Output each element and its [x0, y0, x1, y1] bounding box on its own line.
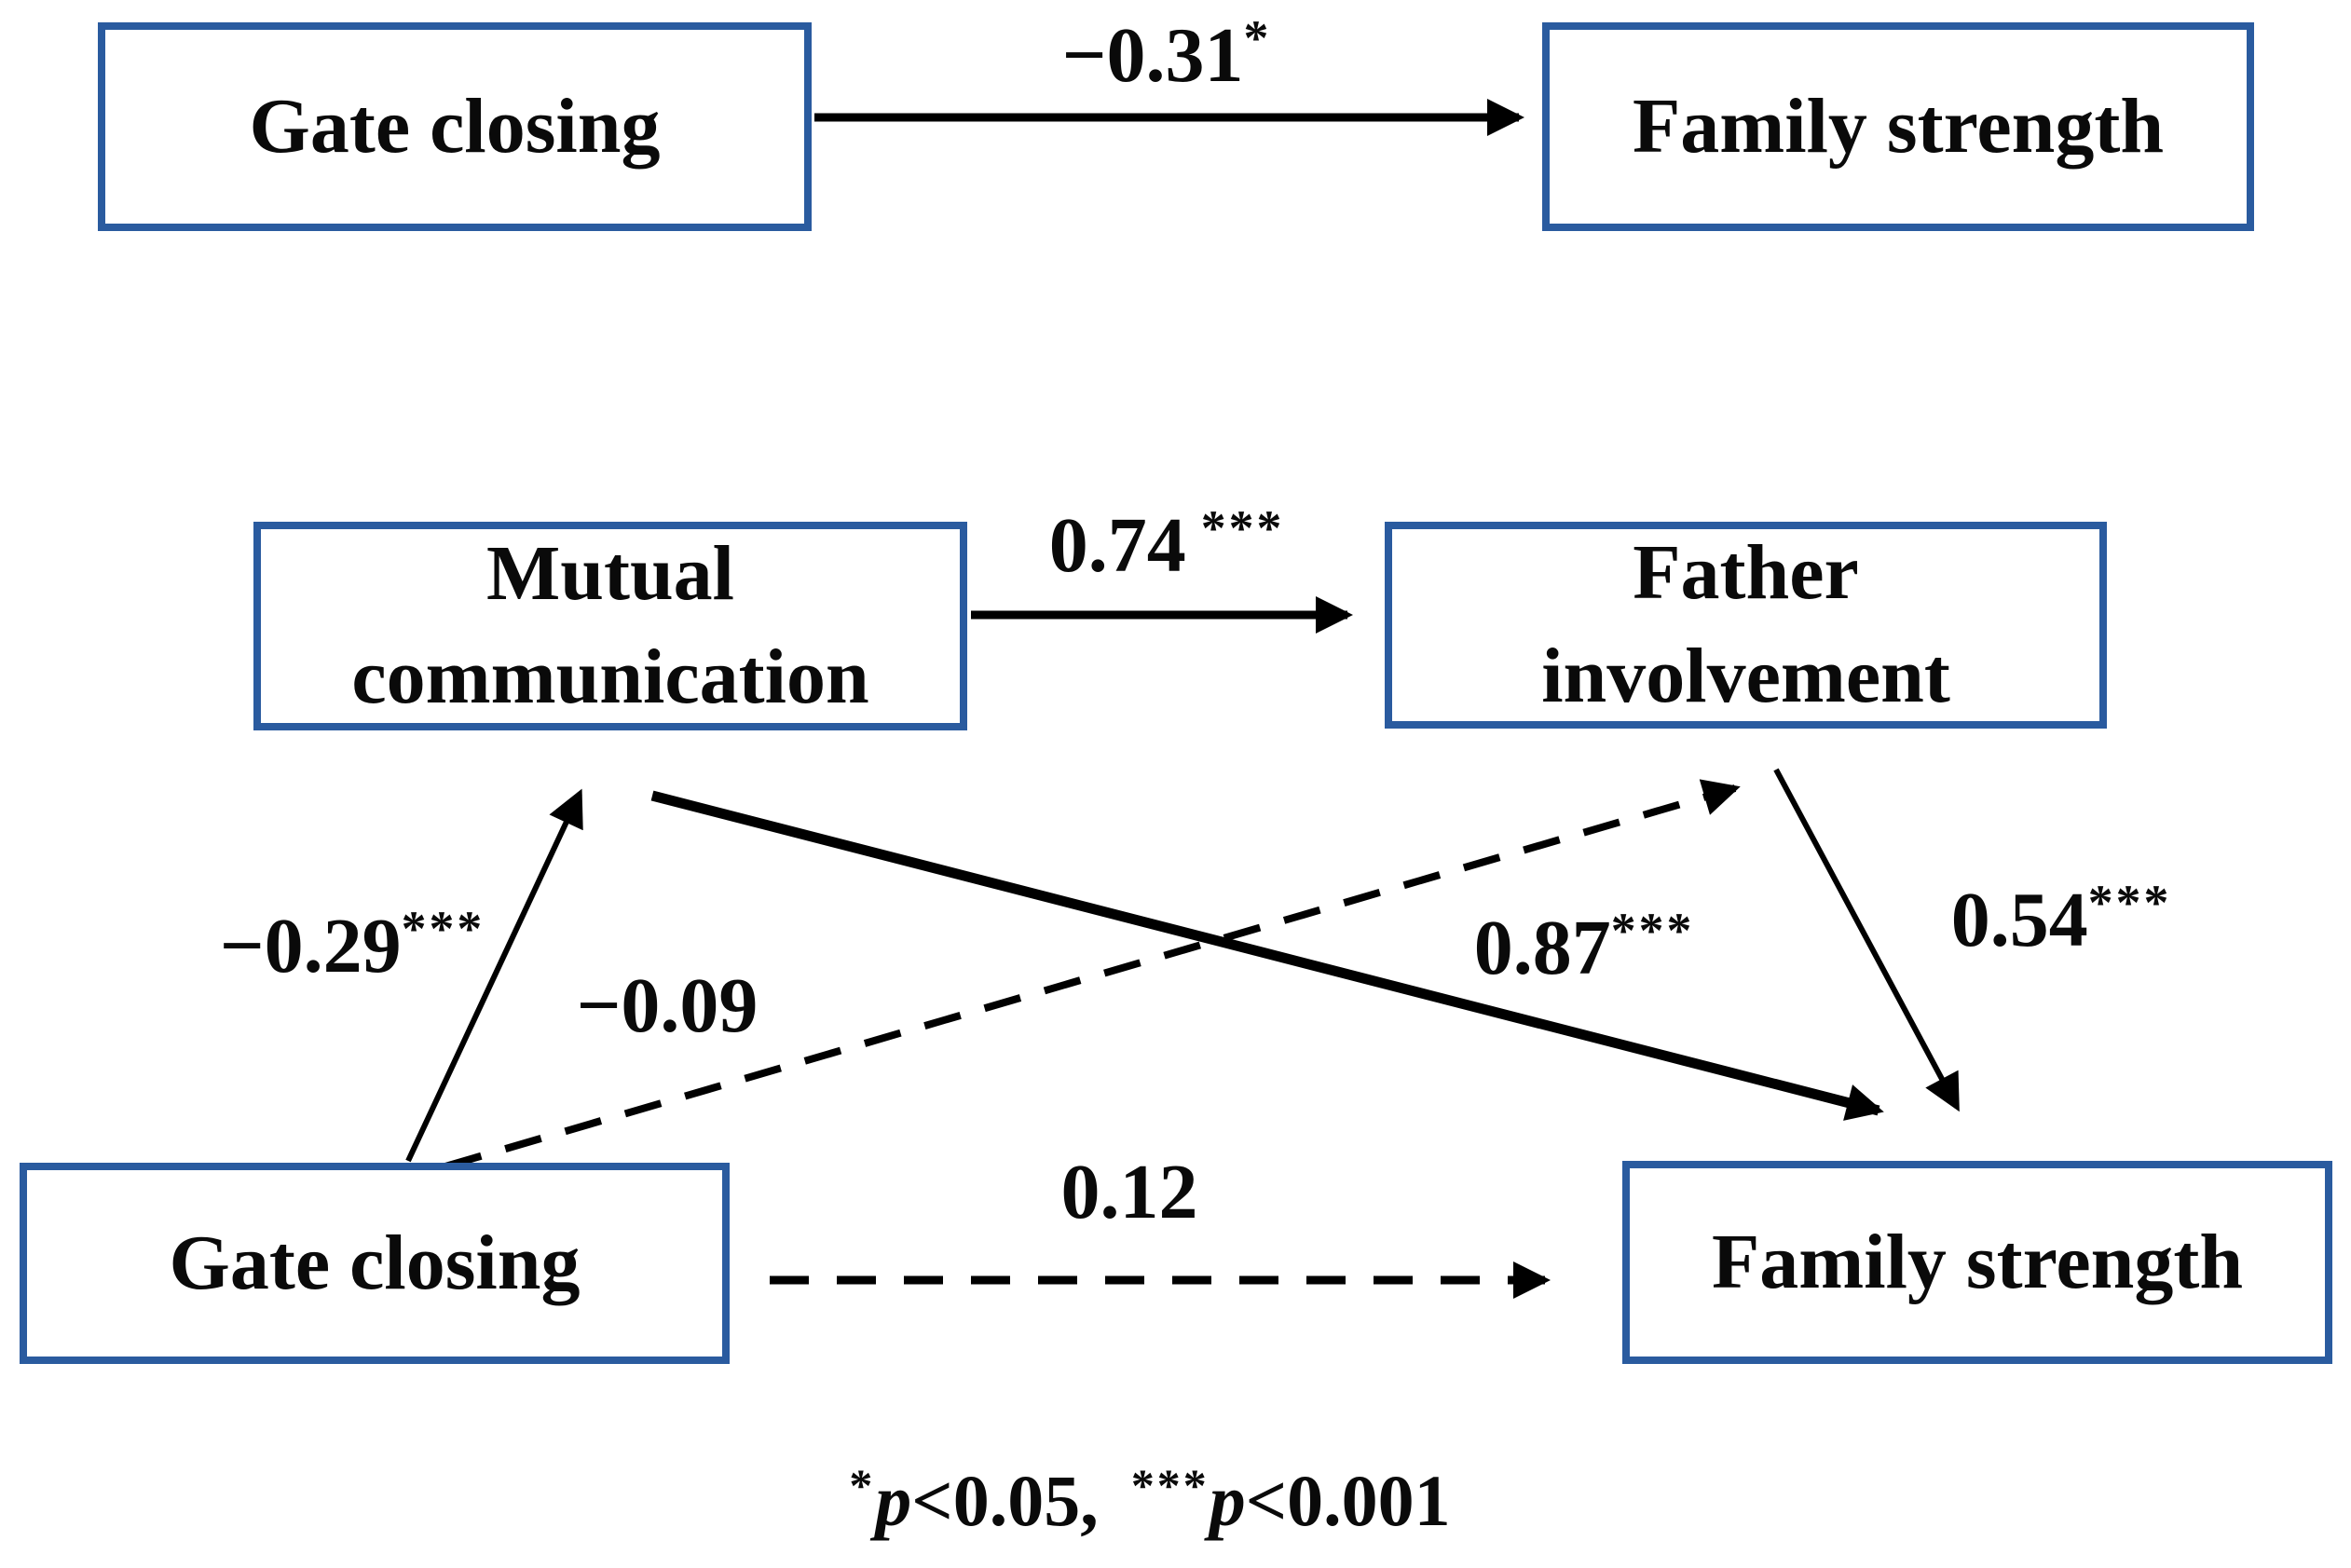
coef-mc-to-fs: 0.87*** [1473, 903, 1695, 991]
box-family-strength-top: Family strength [1542, 22, 2254, 231]
box-gate-closing-bottom: Gate closing [20, 1163, 730, 1364]
box-label: Family strength [1632, 82, 2165, 170]
box-label-line: involvement [1541, 633, 1950, 719]
box-label-line: communication [351, 634, 869, 720]
box-family-strength-bottom: Family strength [1622, 1161, 2332, 1364]
box-label: Gate closing [169, 1219, 581, 1306]
box-label: Gate closing [249, 82, 661, 170]
arrow-mutual-communication-to-family-strength [650, 790, 1884, 1121]
note-threshold: <0.05, [911, 1460, 1099, 1541]
coef-mc-to-fi: 0.74*** [1048, 500, 1285, 589]
note-p-italic: p [875, 1460, 912, 1541]
coef-gc-to-fs-direct: 0.12 [1060, 1148, 1198, 1235]
box-label-line: Father [1633, 529, 1859, 617]
coef-gc-to-mc: −0.29*** [219, 901, 485, 989]
significance-note: *p<0.05,***p<0.001 [849, 1459, 1450, 1543]
box-gate-closing-top: Gate closing [98, 22, 812, 231]
arrow-father-involvement-to-family-strength [1773, 768, 1960, 1112]
note-p-italic: p [1209, 1460, 1246, 1541]
arrow-gate-closing-to-father-involvement-dashed [444, 779, 1741, 1170]
arrow-gate-closing-to-mutual-communication [405, 788, 583, 1163]
coef-fi-to-fs: 0.54*** [1950, 875, 2172, 963]
coef-gc-to-fi: −0.09 [576, 961, 759, 1049]
box-label: Family strength [1711, 1218, 2244, 1305]
coef-total-effect: −0.31* [1061, 10, 1272, 99]
box-mutual-communication: Mutual communication [253, 522, 967, 730]
box-label-line: Mutual [485, 530, 735, 618]
note-sig-triple-star: *** [1130, 1460, 1210, 1512]
note-threshold: <0.001 [1245, 1460, 1451, 1541]
box-father-involvement: Father involvement [1385, 522, 2107, 729]
note-sig-star: * [849, 1460, 876, 1512]
